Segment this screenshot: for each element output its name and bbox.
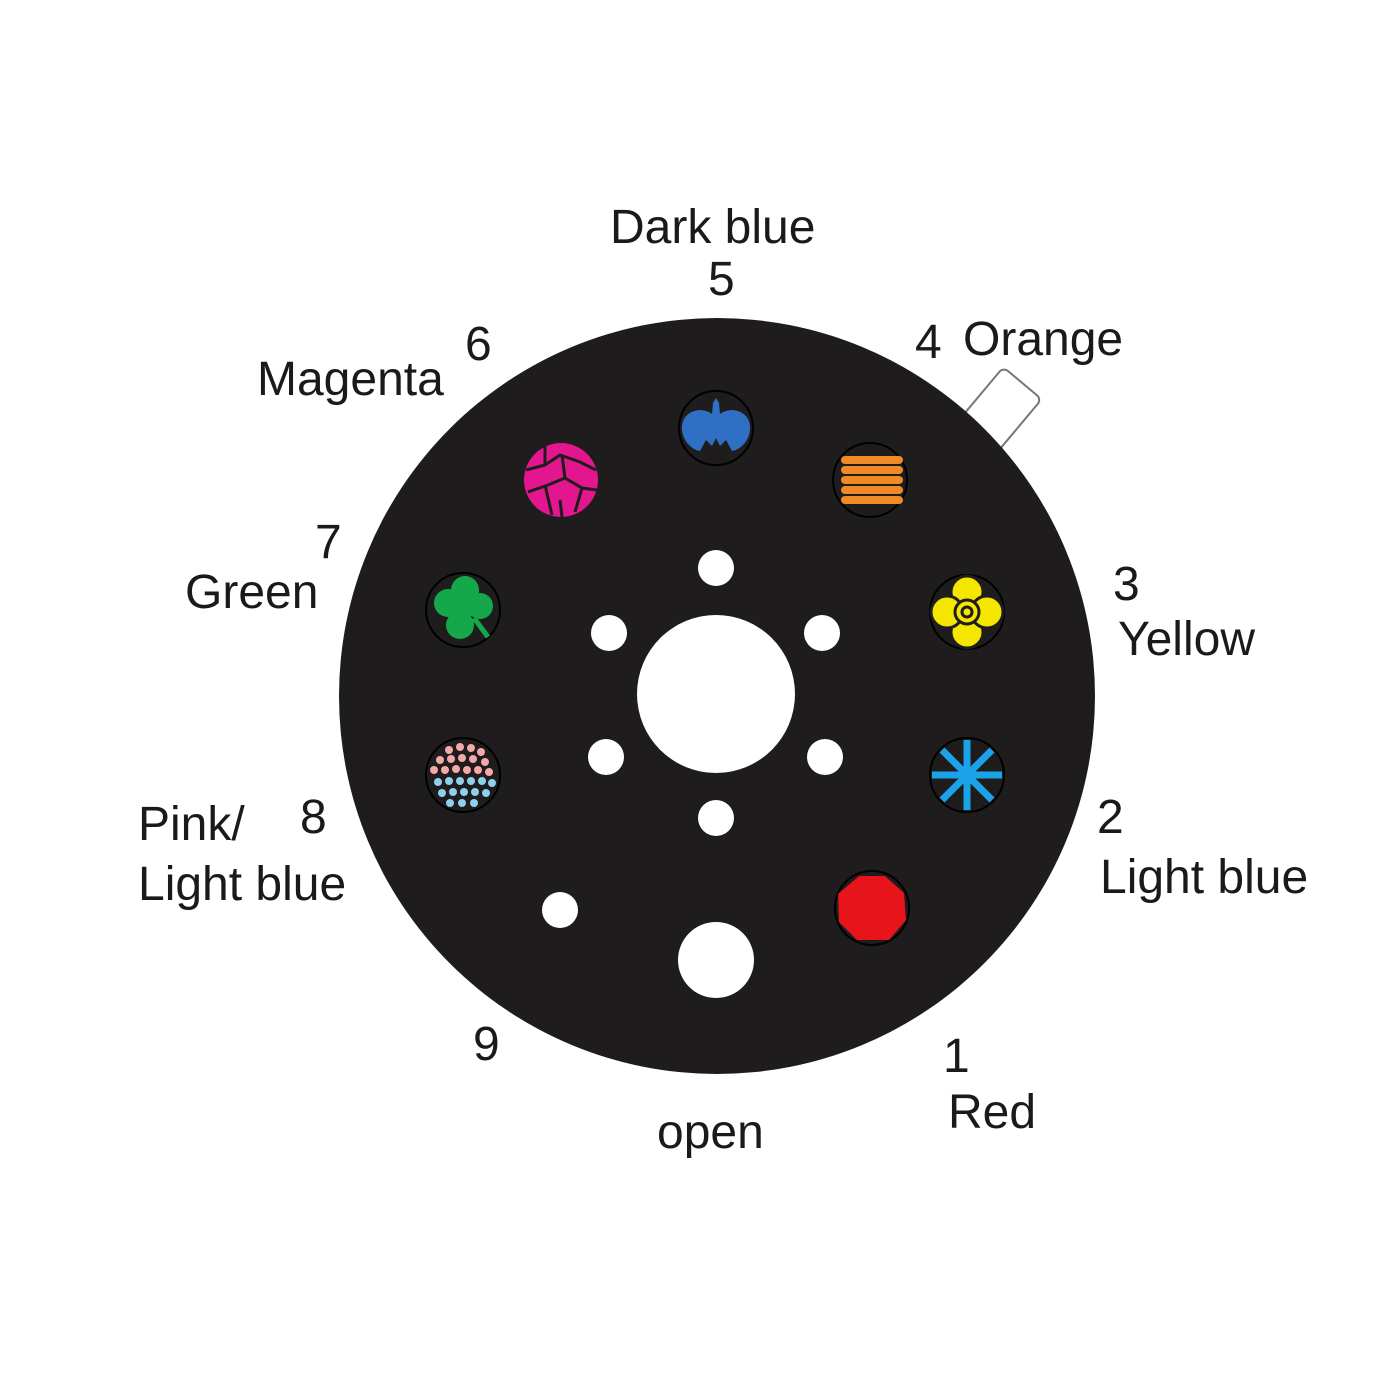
label-4-name: Orange <box>963 313 1123 366</box>
label-2-name: Light blue <box>1100 851 1308 904</box>
center-hole <box>637 615 795 773</box>
label-6-number: 6 <box>465 318 492 371</box>
gobo-6-cells-icon <box>524 443 598 518</box>
label-5-name: Dark blue <box>610 201 815 254</box>
label-1-number: 1 <box>943 1030 970 1083</box>
label-2-number: 2 <box>1097 791 1124 844</box>
open-position-hole <box>678 922 754 998</box>
gobo-8-dots-icon <box>425 737 501 813</box>
gobo-3-flower-icon <box>929 574 1005 650</box>
label-8-number: 8 <box>300 791 327 844</box>
gobo-2-snowflake-icon <box>929 737 1005 813</box>
gobo-4-lines-icon <box>832 442 908 518</box>
mounting-holes <box>542 550 843 928</box>
label-3-number: 3 <box>1113 558 1140 611</box>
label-4-number: 4 <box>915 316 942 369</box>
label-9-number: 9 <box>473 1018 500 1071</box>
gobo-7-clover-icon <box>425 572 501 648</box>
label-7-name: Green <box>185 566 318 619</box>
label-9-name: open <box>657 1106 764 1159</box>
gobo-1-octagon-icon <box>834 870 910 946</box>
label-3-name: Yellow <box>1118 613 1255 666</box>
label-5-number: 5 <box>708 253 735 306</box>
label-6-name: Magenta <box>257 353 444 406</box>
label-8-name-line2: Light blue <box>138 858 346 911</box>
gobo-5-bat-icon <box>678 390 754 466</box>
label-8-name-line1: Pink/ <box>138 798 245 851</box>
label-1-name: Red <box>948 1086 1036 1139</box>
label-7-number: 7 <box>315 516 342 569</box>
